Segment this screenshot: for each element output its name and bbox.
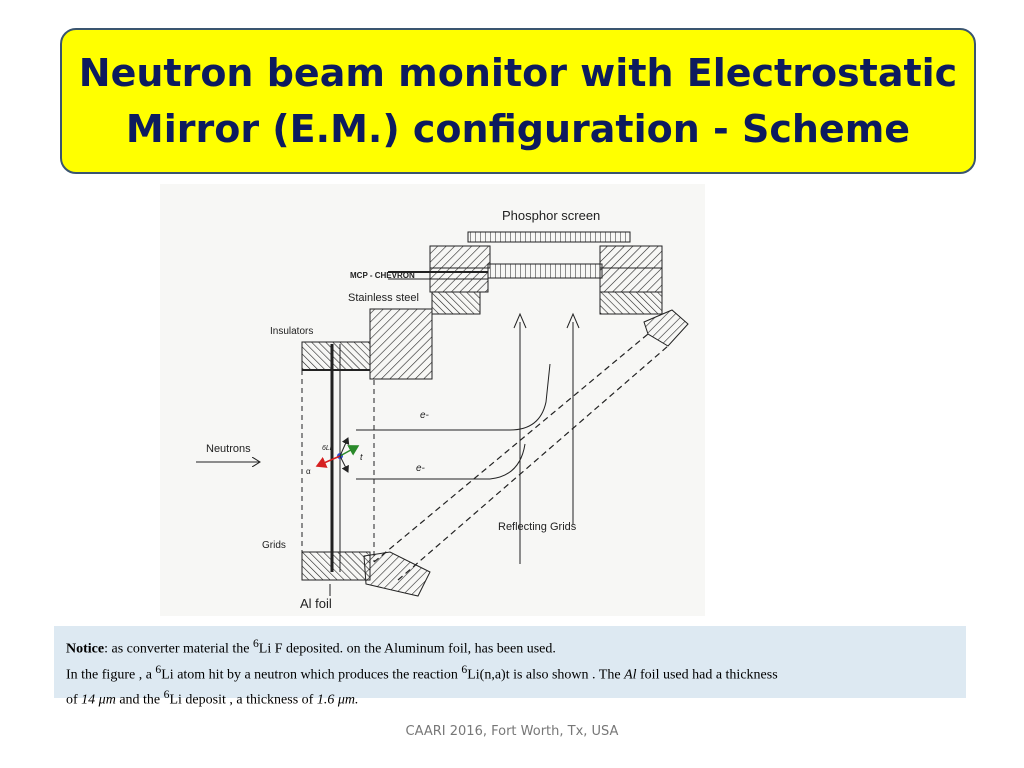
label-neutrons: Neutrons xyxy=(206,443,251,455)
label-al-foil: Al foil xyxy=(300,596,332,611)
label-li: 6Li xyxy=(322,445,332,452)
insulator-bottom xyxy=(301,551,371,581)
electron-path-1 xyxy=(356,363,551,431)
mcp-housing-right xyxy=(599,245,663,269)
label-mcp-chevron: MCP - CHEVRON xyxy=(350,271,415,280)
label-alpha: α xyxy=(306,467,311,476)
triton-arrow xyxy=(339,445,360,457)
notice-line-3: of 14 μm and the 6Li deposit , a thickne… xyxy=(66,688,359,708)
beam-monitor-diagram: Phosphor screen MCP - CHEVRON Stainless … xyxy=(160,184,705,616)
label-insulators: Insulators xyxy=(270,326,313,337)
insulator-top xyxy=(301,341,371,371)
electron-path-2 xyxy=(356,443,526,480)
footer-text: CAARI 2016, Fort Worth, Tx, USA xyxy=(405,724,619,739)
label-stainless-steel: Stainless steel xyxy=(348,292,419,304)
label-triton: t xyxy=(360,452,363,462)
alpha-arrow xyxy=(315,455,341,468)
notice-label: Notice xyxy=(66,641,105,657)
steel-flange-left xyxy=(431,291,481,315)
label-reflecting-grids: Reflecting Grids xyxy=(498,521,577,533)
label-electron-1: e- xyxy=(420,410,430,421)
label-electron-2: e- xyxy=(416,463,426,474)
reflector-block-bottom xyxy=(363,551,431,597)
title-line-1: Neutron beam monitor with Electrostatic xyxy=(78,51,958,95)
phosphor-screen xyxy=(467,231,631,243)
notice-box: Notice: as converter material the 6Li F … xyxy=(54,626,966,708)
mcp-housing-left xyxy=(429,245,491,269)
notice-line-1: Notice: as converter material the 6Li F … xyxy=(66,637,556,657)
reflector-block-top xyxy=(643,309,689,347)
notice-line-2: In the figure , a 6Li atom hit by a neut… xyxy=(66,662,778,683)
mcp-block-right xyxy=(599,267,663,293)
mcp-plates xyxy=(487,263,603,279)
slide-title: Neutron beam monitor with Electrostatic … xyxy=(68,45,968,157)
title-line-2: Mirror (E.M.) configuration - Scheme xyxy=(125,107,911,151)
stainless-steel-body xyxy=(369,308,433,380)
title-box: Neutron beam monitor with Electrostatic … xyxy=(60,28,976,174)
label-grids: Grids xyxy=(262,540,286,551)
steel-flange-right xyxy=(599,291,663,315)
label-phosphor-screen: Phosphor screen xyxy=(502,208,600,223)
